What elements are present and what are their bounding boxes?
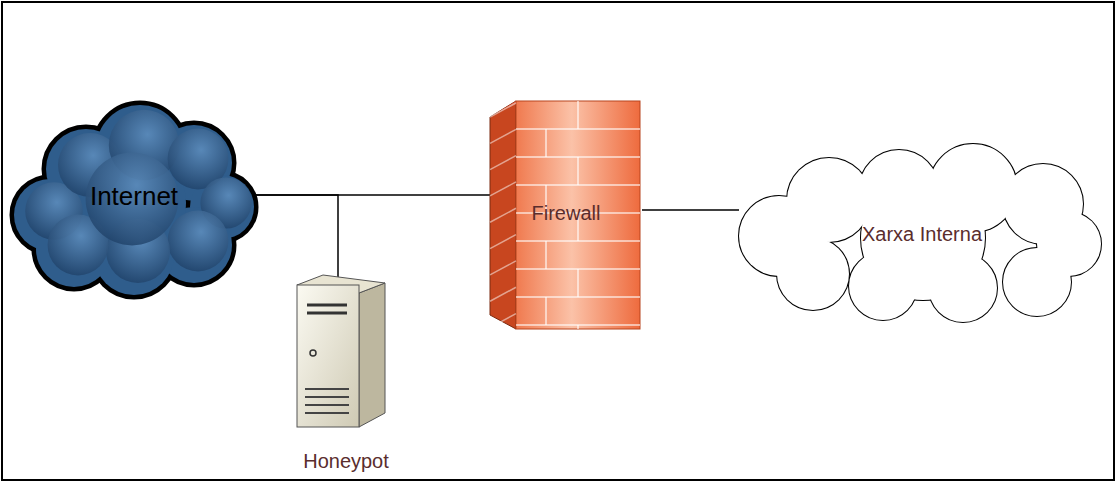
- network-link: [252, 195, 338, 283]
- honeypot-server-outline: [285, 281, 407, 477]
- firewall-wall: Firewall: [490, 93, 642, 333]
- node-label: Internet: [90, 181, 178, 212]
- node-label: Honeypot: [303, 450, 389, 473]
- honeypot-server: Honeypot: [285, 281, 407, 477]
- node-label: Firewall: [532, 202, 601, 225]
- network-link: [642, 209, 739, 211]
- internal-network-cloud: Xarxa Interna: [733, 148, 1111, 320]
- internet-cloud: Internet: [8, 93, 260, 299]
- node-label: Xarxa Interna: [862, 223, 982, 246]
